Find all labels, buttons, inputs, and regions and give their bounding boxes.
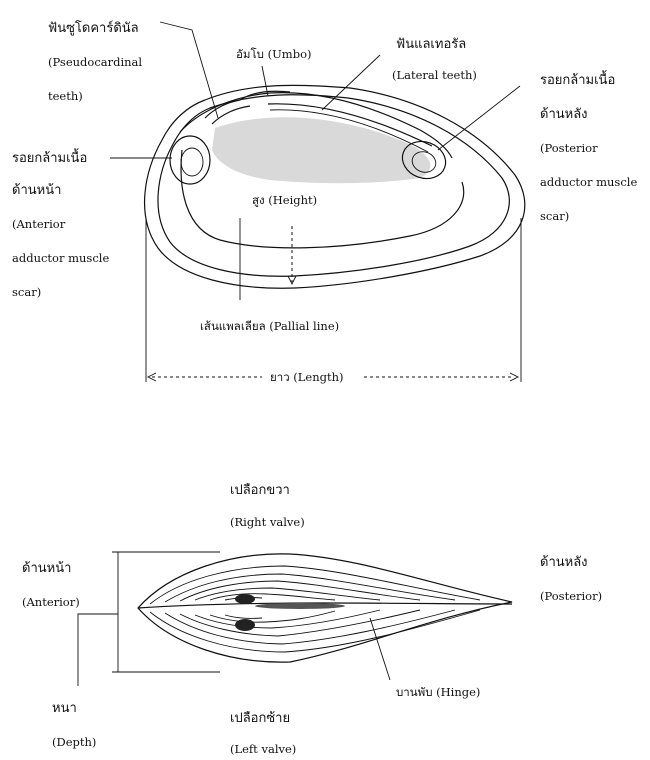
label-anterior-en: (Anterior) [22,595,80,609]
label-anterior-scar-en-1: (Anterior [12,217,66,231]
label-lateral-teeth-en: (Lateral teeth) [392,68,477,82]
label-umbo: อัมโบ (Umbo) [236,47,311,61]
label-anterior-th: ด้านหน้า [22,561,71,576]
shell-inner-view: ฟันซูโดคาร์ดินัล (Pseudocardinal teeth) … [12,20,637,384]
hinge-ligament [255,603,345,609]
label-anterior-scar-th-2: ด้านหน้า [12,183,61,198]
label-lateral-teeth-th: ฟันแลเทอรัล [396,37,466,52]
label-posterior-th: ด้านหลัง [540,555,588,570]
label-posterior-en: (Posterior) [540,589,602,603]
label-anterior-scar-th-1: รอยกล้ามเนื้อ [12,148,87,166]
label-pseudocardinal-th: ฟันซูโดคาร์ดินัล [48,20,139,36]
label-posterior-scar-th-2: ด้านหลัง [540,107,588,122]
label-right-valve-th: เปลือกขวา [230,482,290,498]
label-length: ยาว (Length) [270,370,344,384]
shell-side-view: เปลือกขวา (Right valve) ด้านหน้า (Anteri… [22,482,602,756]
left-umbo-mark [235,619,255,631]
hinge-leader [370,618,390,680]
label-posterior-scar-en-1: (Posterior [540,141,598,155]
label-depth-th: หนา [52,701,77,716]
pseudocardinal-teeth [205,100,250,124]
posterior-scar-leader [438,86,520,150]
label-left-valve-th: เปลือกซ้าย [230,710,290,726]
label-posterior-scar-th-1: รอยกล้ามเนื้อ [540,70,615,88]
right-valve-growth-lines [150,566,480,604]
label-pseudocardinal-en-2: teeth) [48,89,83,103]
label-hinge: บานพับ (Hinge) [396,685,480,699]
label-pseudocardinal-en-1: (Pseudocardinal [48,55,142,69]
label-depth-en: (Depth) [52,735,96,749]
label-pallial-line: เส้นแพลเลียล (Pallial line) [200,319,339,333]
visceral-stipple-area [212,117,430,183]
depth-leader [78,614,118,686]
label-posterior-scar-en-3: scar) [540,209,569,223]
label-left-valve-en: (Left valve) [230,742,296,756]
left-valve-growth-lines [150,610,480,652]
right-umbo-mark [235,594,255,604]
label-right-valve-en: (Right valve) [230,515,305,529]
anterior-adductor-scar-inner [181,148,203,176]
anterior-adductor-scar [170,136,210,184]
length-arrowhead-right [510,373,518,381]
label-anterior-scar-en-3: scar) [12,285,41,299]
shell-outer-outline [145,85,525,288]
label-height: สูง (Height) [252,193,317,207]
label-posterior-scar-en-2: adductor muscle [540,175,637,189]
pseudocardinal-leader [160,22,218,118]
label-anterior-scar-en-2: adductor muscle [12,251,109,265]
